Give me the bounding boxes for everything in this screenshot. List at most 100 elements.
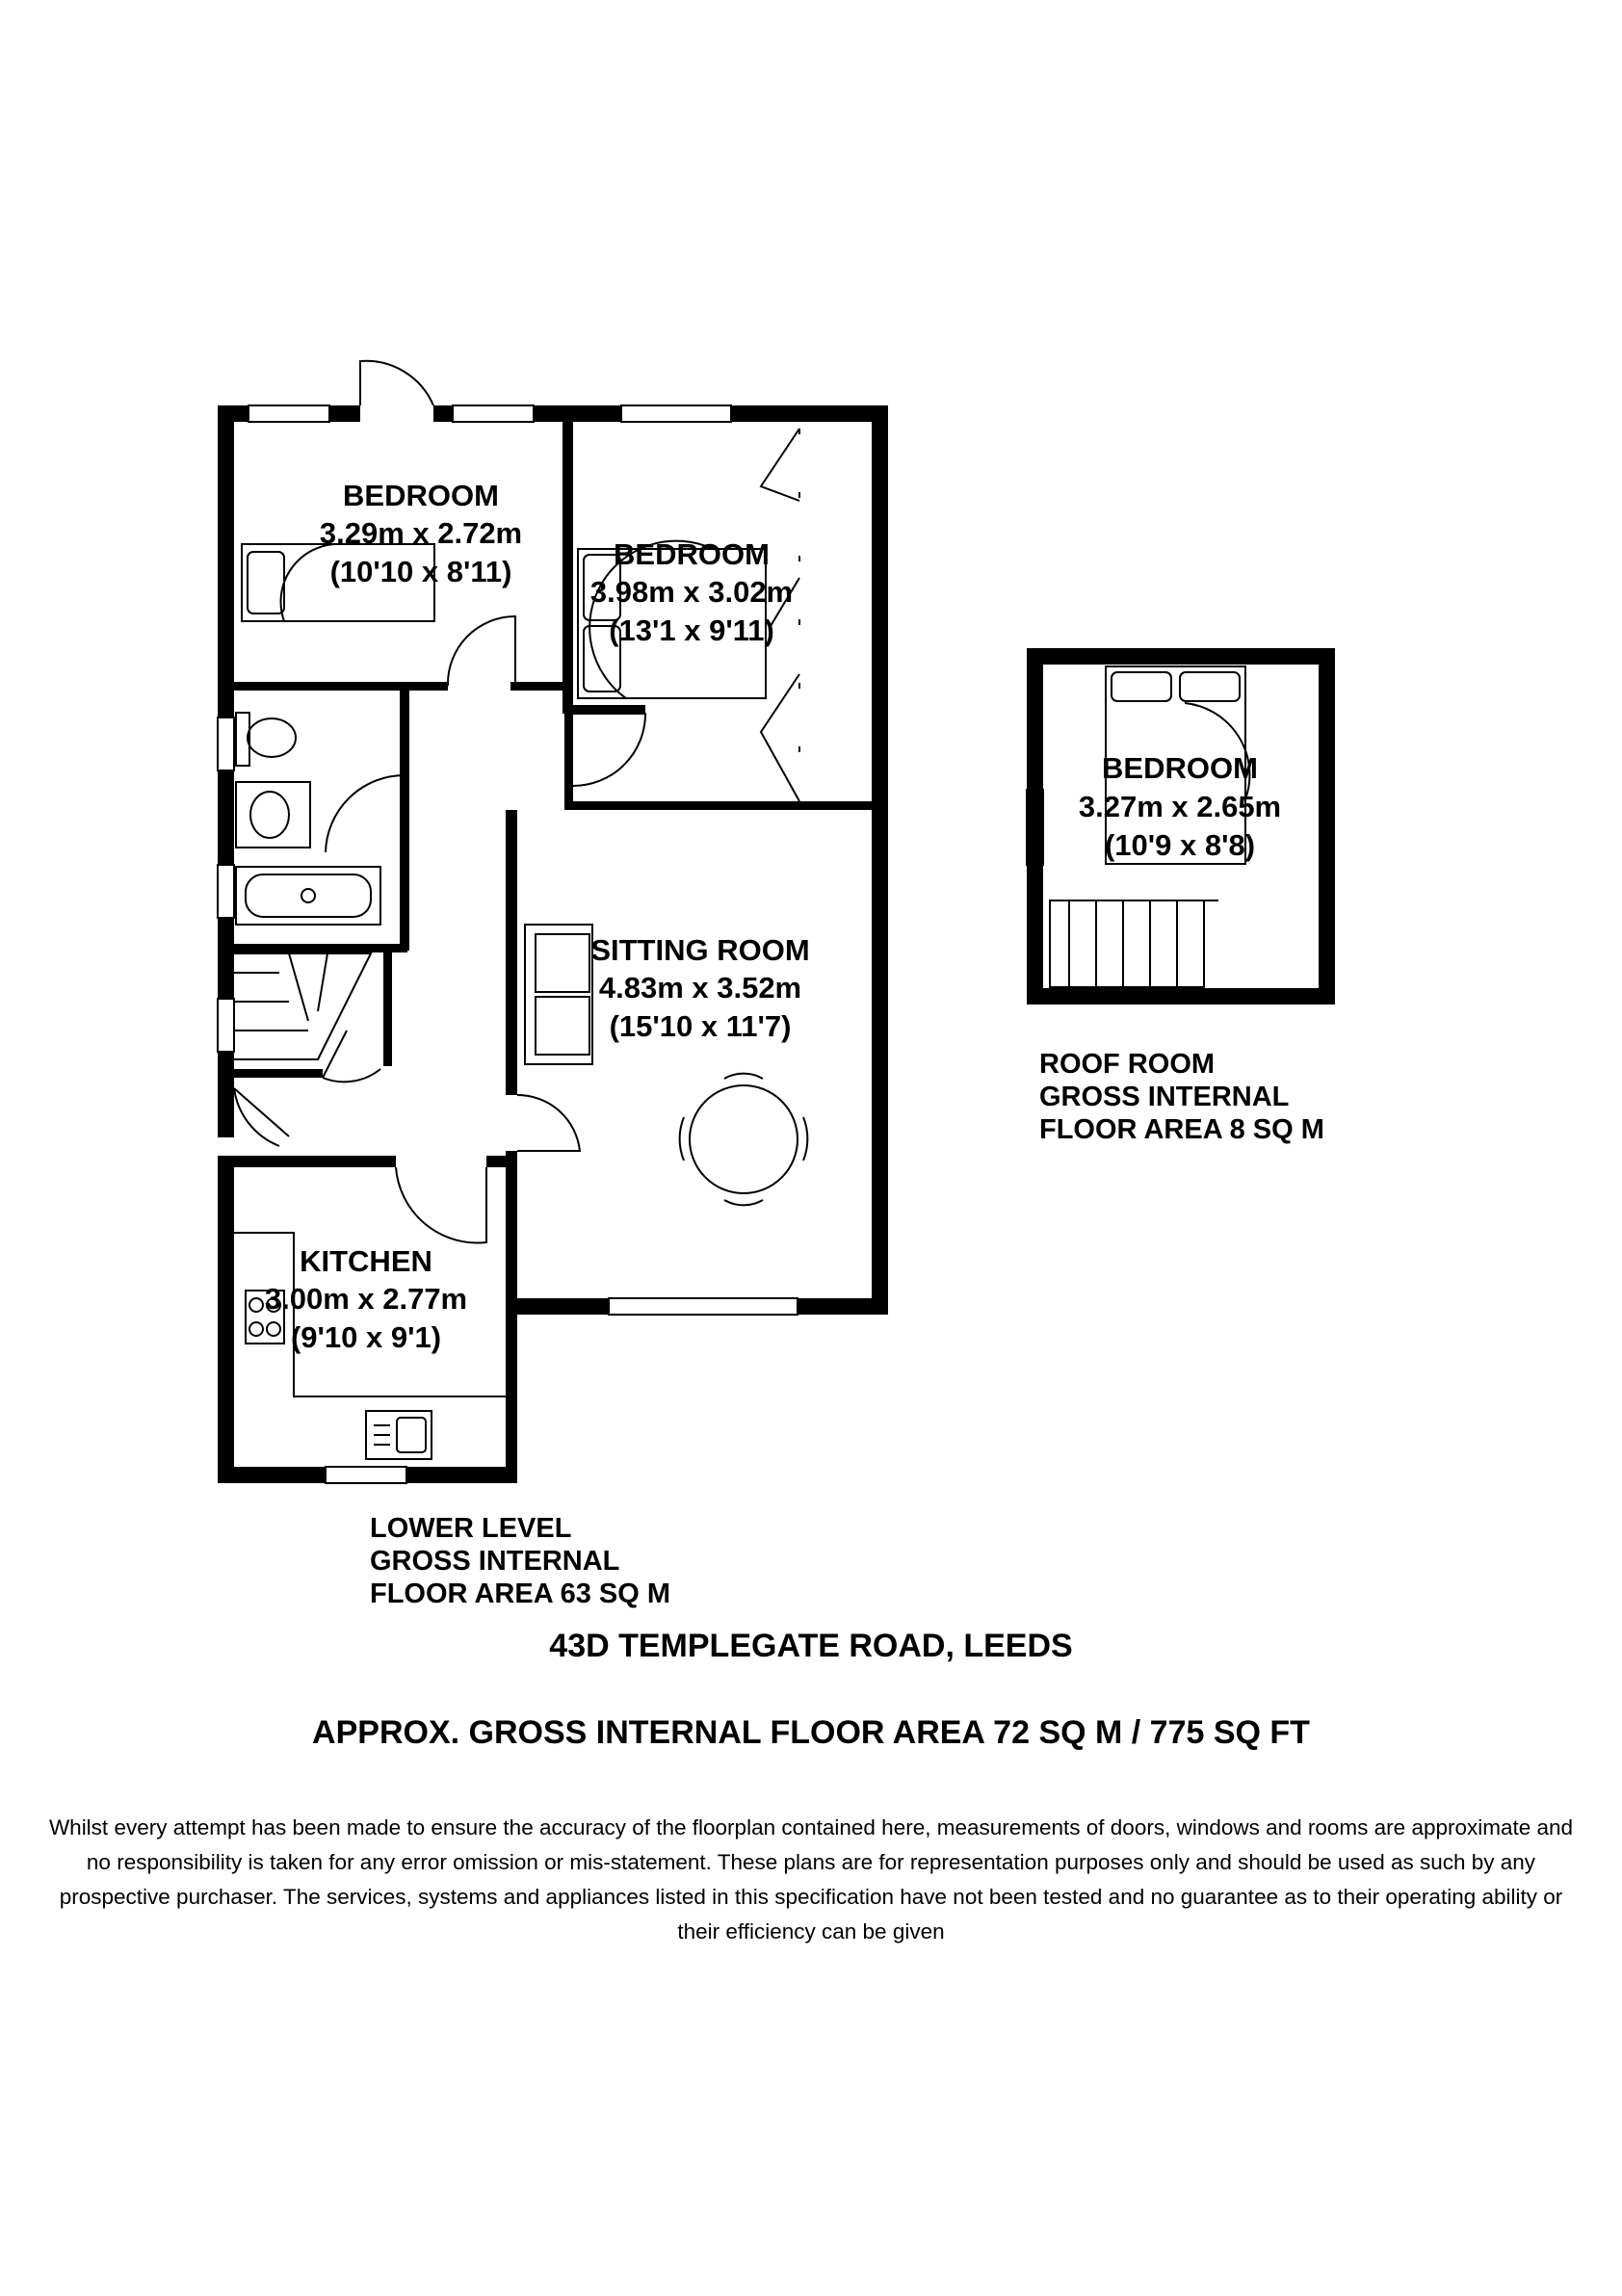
toilet-bowl [247, 718, 297, 758]
bedroom3-name: BEDROOM [1102, 751, 1258, 785]
window-bath-tub [217, 864, 235, 919]
door-bedroom2 [572, 713, 647, 787]
stair-tread [288, 952, 309, 1022]
window-sitting [608, 1297, 798, 1316]
hob-ring [249, 1321, 264, 1337]
bedroom1-metric: 3.29m x 2.72m [320, 516, 522, 550]
sofa-cushion-a [535, 933, 590, 993]
bathtub [235, 866, 381, 926]
floorplan-drawing: BEDROOM 3.29m x 2.72m (10'10 x 8'11) BED… [217, 359, 1335, 1484]
lower-caption-line: LOWER LEVEL [370, 1513, 572, 1544]
door-understairs [322, 1030, 381, 1083]
wall-bottom-bedroom2-a [568, 705, 645, 714]
lower-caption-line: FLOOR AREA 63 SQ M [370, 1578, 671, 1609]
bedroom2-metric: 3.98m x 3.02m [590, 575, 793, 609]
bed-pillow-roof-b [1179, 671, 1241, 702]
roof-caption-line: GROSS INTERNAL [1039, 1082, 1290, 1112]
door-front [359, 359, 434, 406]
wall-right [872, 405, 888, 1315]
hob-ring [266, 1321, 281, 1337]
roof-wall-bottom [1027, 988, 1335, 1004]
dining-chair [723, 1072, 764, 1080]
wall-bath-bottom [234, 944, 407, 952]
dining-chair [678, 1116, 685, 1161]
stair-tread [317, 952, 328, 1012]
hob-ring [266, 1297, 281, 1313]
wall-bottom-bedroom2-b [568, 801, 872, 810]
dining-table [689, 1084, 798, 1194]
stairs-outline [234, 952, 373, 1060]
sitting-room-name: SITTING ROOM [590, 933, 809, 967]
dining-chair [802, 1116, 809, 1161]
window-bath-wc [217, 717, 235, 771]
door-sitting [516, 1093, 582, 1152]
kitchen-worktop [234, 1232, 506, 1397]
bed-pillow-bedroom1 [247, 551, 285, 614]
roof-stairs-outline [1049, 900, 1205, 988]
door-cupboard [233, 1087, 290, 1147]
kitchen-hob [245, 1290, 285, 1344]
basin-unit [235, 781, 311, 848]
wall-kitchen-right [506, 1156, 517, 1483]
wall-bottom-bedroom1 [234, 682, 448, 691]
roof-caption-line: FLOOR AREA 8 SQ M [1039, 1114, 1324, 1145]
kitchen-name: KITCHEN [300, 1244, 432, 1278]
roof-room-area-caption: ROOF ROOM GROSS INTERNAL FLOOR AREA 8 SQ… [1039, 1048, 1324, 1146]
bathtub-inner [245, 874, 372, 918]
wall-stairs-bottom [234, 1069, 323, 1078]
toilet-cistern [235, 712, 250, 767]
stairs-lower [234, 952, 373, 1060]
window-bedroom1-b [452, 404, 535, 423]
wall-kitchen-left [218, 1156, 234, 1483]
fixtures [234, 539, 809, 1460]
bed-pillow-bedroom2-a [583, 554, 621, 621]
total-floor-area: APPROX. GROSS INTERNAL FLOOR AREA 72 SQ … [312, 1714, 1310, 1751]
room-labels: BEDROOM 3.29m x 2.72m (10'10 x 8'11) BED… [265, 479, 1281, 1354]
roof-room-fixtures [1049, 665, 1251, 988]
wall-bath-right [400, 691, 409, 951]
sitting-room-imperial: (15'10 x 11'7) [610, 1009, 792, 1043]
bedroom1-imperial: (10'10 x 8'11) [330, 555, 512, 588]
bedroom2-name: BEDROOM [614, 537, 770, 571]
wall-stairs-right [383, 951, 392, 1066]
wall-kitchen-top-a [218, 1156, 396, 1167]
bedroom2-imperial: (13'1 x 9'11) [609, 613, 774, 647]
sofa [524, 924, 593, 1065]
sitting-room-metric: 4.83m x 3.52m [599, 971, 801, 1004]
wall-bedroom2-stub [564, 714, 573, 810]
dining-chair [723, 1199, 764, 1207]
bedroom3-metric: 3.27m x 2.65m [1079, 790, 1281, 823]
kitchen-sink [365, 1410, 432, 1460]
stairs-roof-room [1049, 900, 1218, 988]
hob-ring [249, 1297, 264, 1313]
roof-caption-line: ROOF ROOM [1039, 1049, 1216, 1080]
lower-level-area-caption: LOWER LEVEL GROSS INTERNAL FLOOR AREA 63… [370, 1512, 670, 1610]
bedroom3-imperial: (10'9 x 8'8) [1105, 828, 1255, 862]
roof-wall-right [1319, 648, 1335, 1004]
roof-wall-left [1027, 648, 1043, 1004]
bedroom1-name: BEDROOM [343, 479, 499, 512]
bed-sheet-bedroom1 [279, 542, 343, 622]
door-bathroom [325, 774, 406, 853]
window-bedroom1-a [248, 404, 330, 423]
bed-bedroom2 [577, 548, 767, 699]
kitchen-metric: 3.00m x 2.77m [265, 1282, 467, 1316]
wardrobe-doors [759, 428, 800, 802]
roof-room-walls [1027, 648, 1335, 1004]
bed-sheet-roof [1184, 702, 1251, 800]
door-kitchen [395, 1166, 487, 1244]
doors [233, 359, 800, 1244]
bed-pillow-roof-a [1111, 671, 1172, 702]
basin-bowl [249, 791, 290, 839]
wall-sitting-left [506, 810, 517, 1095]
property-address: 43D TEMPLEGATE ROAD, LEEDS [549, 1628, 1073, 1664]
sofa-cushion-b [535, 996, 590, 1056]
bed-pillow-bedroom2-b [583, 625, 621, 692]
window-kitchen [325, 1466, 407, 1484]
window-bedroom2 [620, 404, 732, 423]
bed-sheet-bedroom2 [589, 539, 714, 699]
bath-plug [301, 888, 316, 903]
kitchen-imperial: (9'10 x 9'1) [291, 1320, 441, 1354]
kitchen-sink-bowl [396, 1417, 427, 1453]
lower-caption-line: GROSS INTERNAL [370, 1546, 620, 1577]
